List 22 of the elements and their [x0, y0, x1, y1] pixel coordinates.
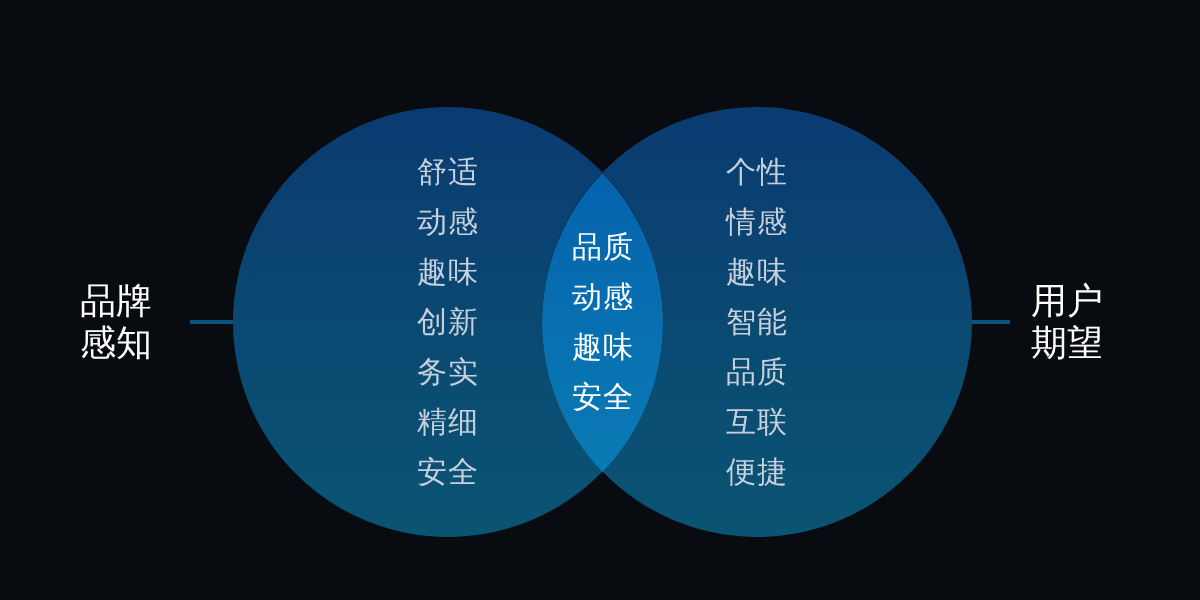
keyword-text: 安全	[417, 453, 479, 491]
keyword-text: 务实	[417, 353, 479, 391]
keyword-text: 趣味	[571, 328, 634, 366]
keyword-text: 个性	[726, 153, 788, 191]
keyword-text: 情感	[726, 203, 788, 241]
keyword-text: 品质	[726, 353, 788, 391]
keyword-text: 动感	[571, 278, 634, 316]
keyword-text: 品质	[571, 228, 634, 266]
keyword-text: 动感	[417, 203, 479, 241]
keyword-text: 趣味	[417, 253, 479, 291]
keyword-text: 便捷	[726, 453, 788, 491]
keyword-text: 智能	[726, 303, 788, 341]
keyword-text: 创新	[417, 303, 479, 341]
keyword-text: 趣味	[726, 253, 788, 291]
keyword-text: 舒适	[417, 153, 479, 191]
category-label: 用户期望	[1030, 280, 1104, 364]
keyword-text: 精细	[417, 403, 479, 441]
connector-line	[972, 320, 1010, 324]
connector-line	[190, 320, 233, 324]
keyword-text: 安全	[571, 378, 634, 416]
keyword-text: 互联	[726, 403, 788, 441]
category-label: 品牌感知	[80, 280, 153, 364]
